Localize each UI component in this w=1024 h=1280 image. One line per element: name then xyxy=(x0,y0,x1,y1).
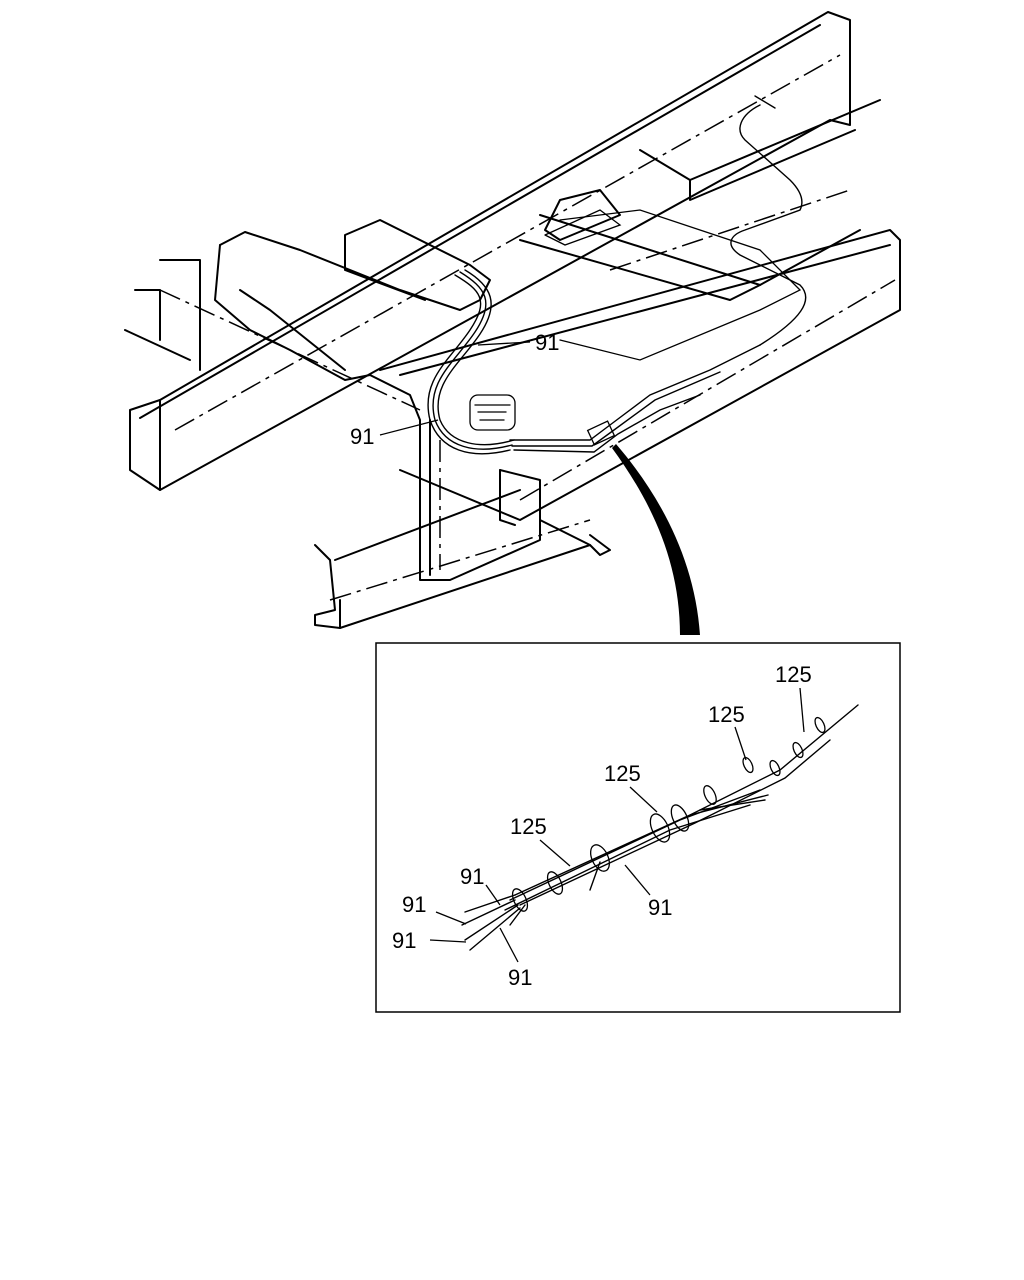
clamp-5 xyxy=(670,804,690,832)
detail-labels: 125 125 125 125 91 91 91 91 91 xyxy=(392,662,812,990)
hose-upper-label: 91 xyxy=(535,330,559,355)
hose-a-label: 91 xyxy=(460,864,484,889)
hose-b-label: 91 xyxy=(648,895,672,920)
detail-hose-bundle xyxy=(461,704,859,951)
clamp-3 xyxy=(589,844,611,872)
detail-inset-frame xyxy=(375,642,901,1013)
main-labels: 91 91 xyxy=(350,330,559,449)
clip-a-label: 125 xyxy=(775,662,812,687)
clamp-1 xyxy=(511,888,529,912)
hose-upper-leader xyxy=(477,341,531,346)
clamp-2 xyxy=(546,871,564,895)
clip-b-label: 125 xyxy=(708,702,745,727)
hose-lower-label: 91 xyxy=(350,424,374,449)
hose-harness-main xyxy=(427,95,807,635)
clip-c-label: 125 xyxy=(604,761,641,786)
hose-c-label: 91 xyxy=(402,892,426,917)
clip-d-label: 125 xyxy=(510,814,547,839)
hose-e-label: 91 xyxy=(508,965,532,990)
hose-d-label: 91 xyxy=(392,928,416,953)
clamp-9 xyxy=(792,741,804,759)
chassis-frame xyxy=(124,11,901,629)
hose-lower-leader xyxy=(379,419,439,436)
clamp-6 xyxy=(703,785,717,805)
clamp-8 xyxy=(769,759,781,777)
clamp-10 xyxy=(814,716,826,734)
clamp-4 xyxy=(649,813,671,843)
